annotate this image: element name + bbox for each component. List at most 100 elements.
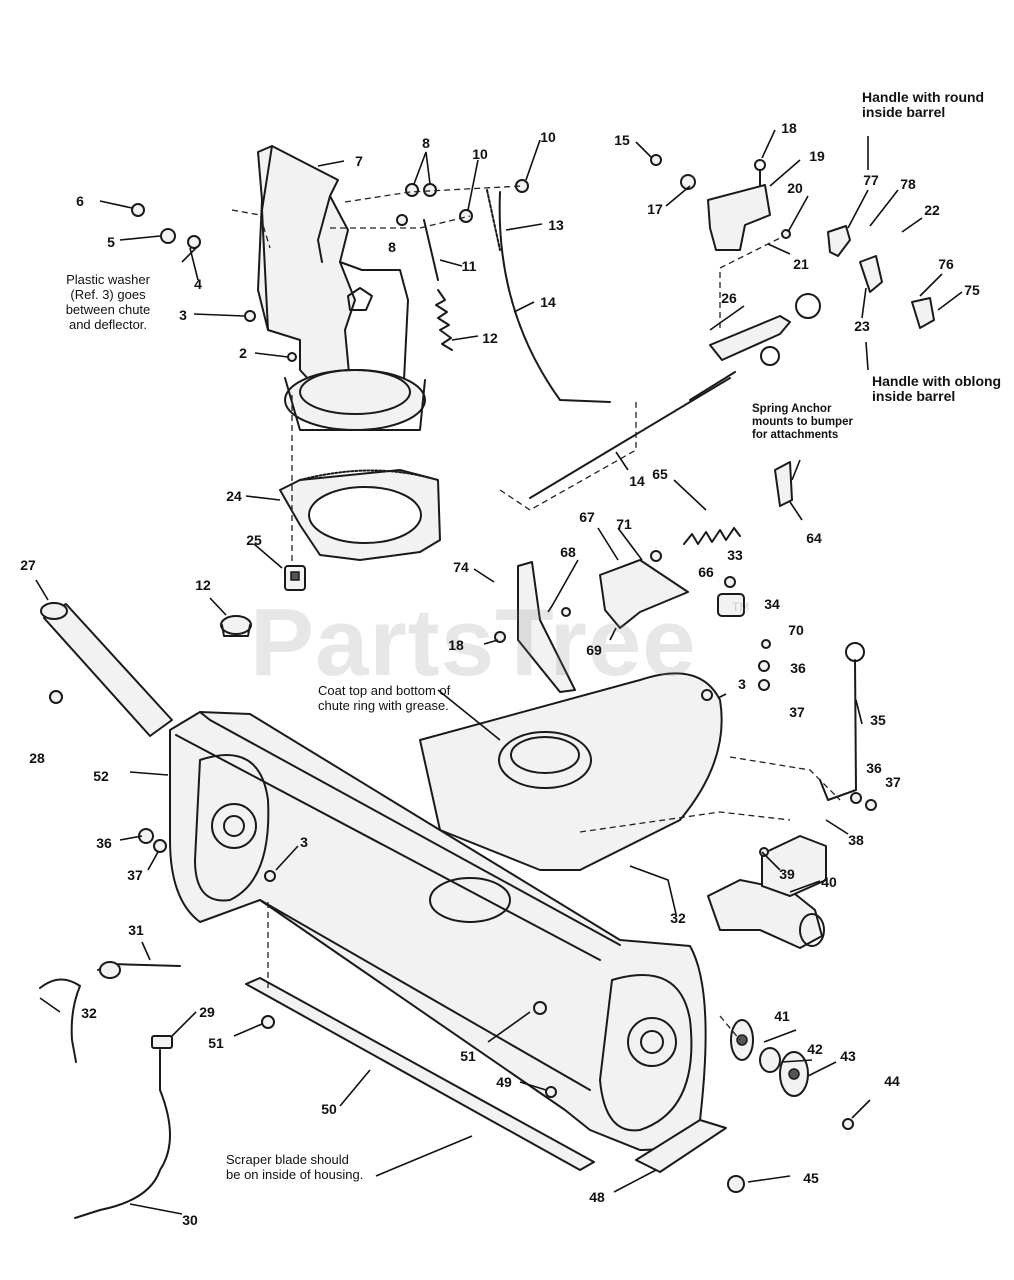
callout-3: 3	[300, 834, 308, 850]
callout-34: 34	[764, 596, 780, 612]
callout-18: 18	[448, 637, 464, 653]
callout-14: 14	[540, 294, 556, 310]
note-line: Coat top and bottom of	[318, 683, 451, 698]
fan-housing	[419, 672, 723, 871]
spring-anchor-64	[774, 461, 793, 507]
callout-36: 36	[866, 760, 882, 776]
callout-33: 33	[727, 547, 743, 563]
spring-12	[435, 289, 453, 351]
note-line: chute ring with grease.	[318, 698, 449, 713]
callout-13: 13	[548, 217, 564, 233]
callout-19: 19	[809, 148, 825, 164]
callout-26: 26	[721, 290, 737, 306]
callout-71: 71	[616, 516, 632, 532]
note-line: Spring Anchor	[752, 403, 832, 415]
note-line: inside barrel	[872, 388, 956, 404]
callout-66: 66	[698, 564, 714, 580]
spacer-27	[40, 602, 173, 737]
callout-68: 68	[560, 544, 576, 560]
callout-36: 36	[96, 835, 112, 851]
motor-40	[707, 879, 825, 949]
note-line: Plastic washer	[66, 272, 150, 287]
note-line: Handle with oblong	[872, 373, 1002, 389]
callout-21: 21	[793, 256, 809, 272]
callout-12: 12	[195, 577, 211, 593]
note-line: Handle with round	[862, 89, 985, 105]
callout-5: 5	[107, 234, 115, 250]
note-line: inside barrel	[862, 104, 946, 120]
assembly-guide-lines	[231, 185, 841, 1041]
callout-32: 32	[81, 1005, 97, 1021]
callout-32: 32	[670, 910, 686, 926]
watermark-trademark: TM	[732, 600, 750, 614]
callout-35: 35	[870, 712, 886, 728]
callout-27: 27	[20, 557, 36, 573]
coat-chute-note: Coat top and bottom of chute ring with g…	[318, 683, 450, 713]
callout-74: 74	[453, 559, 469, 575]
callout-29: 29	[199, 1004, 215, 1020]
callout-70: 70	[788, 622, 804, 638]
callout-37: 37	[789, 704, 805, 720]
chute-assembly	[257, 145, 426, 431]
callout-3: 3	[179, 307, 187, 323]
bracket-19	[707, 159, 771, 251]
callout-51: 51	[208, 1035, 224, 1051]
handle-parts	[827, 225, 935, 329]
callout-52: 52	[93, 768, 109, 784]
callout-8: 8	[422, 135, 430, 151]
hardware-fasteners	[49, 154, 877, 1193]
note-line: for attachments	[752, 429, 839, 441]
callout-2: 2	[239, 345, 247, 361]
callout-36: 36	[790, 660, 806, 676]
callout-12: 12	[482, 330, 498, 346]
callout-20: 20	[787, 180, 803, 196]
callout-37: 37	[127, 867, 143, 883]
callout-31: 31	[128, 922, 144, 938]
switch-box-38	[761, 835, 827, 897]
handle-oblong-note: Handle with oblong inside barrel	[872, 374, 1001, 404]
callout-24: 24	[226, 488, 242, 504]
skid-shoe	[635, 1119, 727, 1173]
callout-50: 50	[321, 1101, 337, 1117]
support-bracket-68	[517, 561, 576, 693]
note-line: Scraper blade should	[226, 1152, 349, 1167]
callout-11: 11	[461, 258, 477, 274]
callout-4: 4	[194, 276, 202, 292]
callout-10: 10	[472, 146, 488, 162]
note-line: be on inside of housing.	[226, 1167, 364, 1182]
callout-25: 25	[246, 532, 262, 548]
note-line: and deflector.	[68, 317, 148, 332]
callout-67: 67	[579, 509, 595, 525]
bearing-flange-41	[730, 1019, 754, 1061]
callout-3: 3	[738, 676, 746, 692]
wiring-harness	[39, 961, 181, 1219]
plastic-washer-note: Plastic washer (Ref. 3) goes between chu…	[48, 272, 168, 332]
rod-11	[423, 219, 439, 281]
callout-7: 7	[355, 153, 363, 169]
note-line: mounts to bumper	[752, 416, 853, 428]
callout-17: 17	[647, 201, 663, 217]
callout-39: 39	[779, 866, 795, 882]
bracket-26	[709, 293, 821, 366]
handle-round-note: Handle with round inside barrel	[862, 90, 984, 120]
callout-69: 69	[586, 642, 602, 658]
callout-30: 30	[182, 1212, 198, 1228]
rod-35	[819, 642, 865, 801]
chute-keeper	[284, 565, 306, 591]
bracket-69	[599, 559, 689, 629]
plug-12	[220, 615, 252, 637]
spring-65	[683, 527, 741, 545]
callout-18: 18	[781, 120, 797, 136]
flange-43	[779, 1051, 809, 1097]
note-line: between chute	[65, 302, 151, 317]
scraper-blade-note: Scraper blade should be on inside of hou…	[226, 1152, 363, 1182]
leader-lines	[35, 129, 963, 1215]
callout-41: 41	[774, 1008, 790, 1024]
bearing-42	[759, 1047, 781, 1073]
scraper-blade	[245, 977, 595, 1171]
callout-43: 43	[840, 1048, 856, 1064]
callout-6: 6	[76, 193, 84, 209]
callout-76: 76	[938, 256, 954, 272]
